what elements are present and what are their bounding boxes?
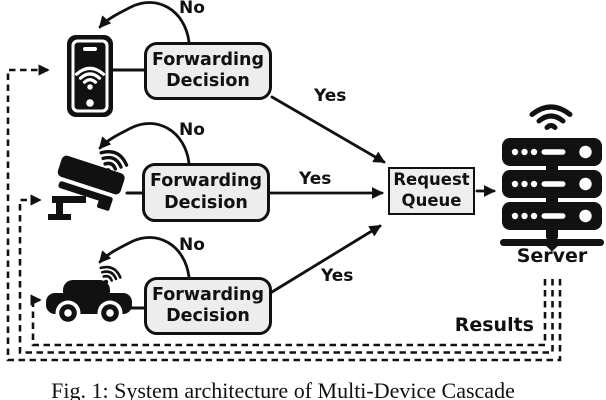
wifi-icon [74,66,106,90]
forwarding-decision-box-2: Forwarding Decision [142,163,270,222]
box-text-line: Forwarding [149,171,262,192]
server-rack-icon [500,104,604,252]
no-arrow-2 [98,122,191,165]
no-arrow-3 [98,236,191,279]
no-arrow-1 [98,1,191,44]
yes-label-1: Yes [314,86,347,106]
box-text-line: Forwarding [151,284,264,305]
server-label: Server [516,245,588,267]
box-text-line: Forwarding [151,49,264,70]
box-text-line: Request [393,170,470,190]
cctv-camera-icon [48,149,129,220]
box-text-line: Queue [401,191,462,210]
results-path-phone [6,64,562,362]
results-path-camera [18,194,554,354]
forwarding-decision-box-1: Forwarding Decision [144,42,272,100]
yes-label-2: Yes [299,169,332,189]
wifi-icon [529,104,573,130]
no-label-3: No [179,235,205,255]
results-label: Results [454,314,534,336]
results-path-car [30,279,547,347]
no-label-1: No [179,0,205,18]
request-queue-box: Request Queue [388,167,475,215]
yes-arrow-1 [270,95,386,164]
yes-arrow-3 [270,224,382,294]
box-text-line: Decision [166,71,250,91]
car-icon [46,265,132,326]
figure-caption: Fig. 1: System architecture of Multi-Dev… [51,378,515,400]
no-label-2: No [179,120,205,140]
wifi-icon [99,149,129,174]
yes-label-3: Yes [321,266,354,286]
smartphone-icon [67,35,113,117]
box-text-line: Decision [166,306,250,326]
box-text-line: Decision [164,192,248,213]
forwarding-decision-box-3: Forwarding Decision [144,277,272,335]
wifi-icon [99,265,122,285]
